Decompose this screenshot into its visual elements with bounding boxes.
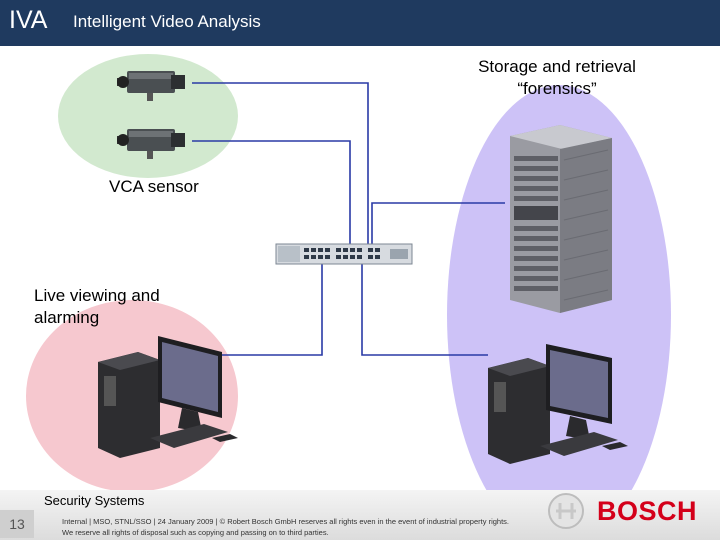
network-switch-icon <box>275 243 413 265</box>
legal-line-2: We reserve all rights of disposal such a… <box>62 528 329 537</box>
camera-zone <box>58 54 238 178</box>
network-links <box>192 82 505 356</box>
page-title: Intelligent Video Analysis <box>73 12 261 31</box>
storage-label-line1: Storage and retrieval <box>478 57 636 76</box>
vca-sensor-label: VCA sensor <box>109 177 199 196</box>
title-bar: IVA Intelligent Video Analysis <box>0 0 720 46</box>
storage-server-icon <box>510 125 612 313</box>
footer <box>0 490 720 540</box>
live-viewing-label-line2: alarming <box>34 308 100 327</box>
storage-label-line2: “forensics” <box>517 79 597 98</box>
workstation-link <box>361 260 488 356</box>
camera-link-2 <box>192 140 351 246</box>
footer-section-title: Security Systems <box>44 493 145 508</box>
page-number: 13 <box>0 510 34 538</box>
legal-line-1: Internal | MSO, STNL/SSO | 24 January 20… <box>62 517 509 526</box>
bosch-logo: BOSCH <box>597 496 698 526</box>
monitoring-workstation-icon <box>488 344 628 464</box>
live-viewing-label-line1: Live viewing and <box>34 286 160 305</box>
legal-notice: Internal | MSO, STNL/SSO | 24 January 20… <box>62 516 562 538</box>
storage-label: Storage and retrieval “forensics” <box>440 56 674 100</box>
storage-link <box>371 202 505 246</box>
title-abbrev: IVA <box>9 6 48 34</box>
camera-link-1 <box>192 82 369 246</box>
camera-icon <box>117 71 185 101</box>
live-viewing-workstation-icon <box>98 336 238 458</box>
live-viewing-label: Live viewing and alarming <box>34 285 160 329</box>
live-view-link <box>212 260 323 356</box>
camera-icon <box>117 129 185 159</box>
